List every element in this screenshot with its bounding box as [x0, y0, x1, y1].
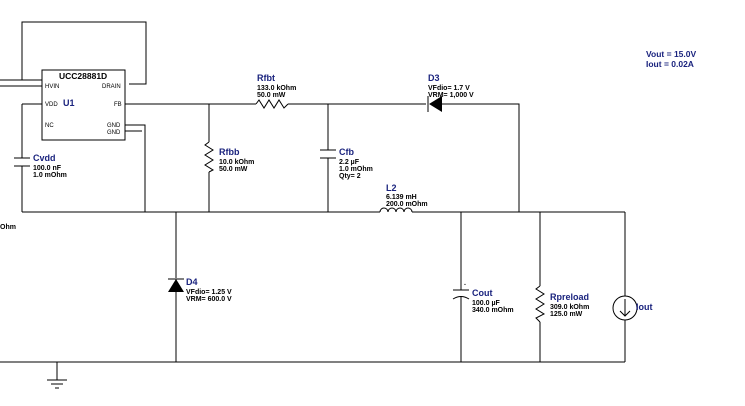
d3-value-1: VFdio= 1.7 V: [428, 85, 470, 92]
ic-pin-fb: FB: [114, 102, 122, 108]
cfb-value-2: 1.0 mOhm: [339, 166, 373, 173]
rfbt-value-1: 133.0 kOhm: [257, 85, 296, 92]
iout-ref: Iout: [636, 302, 653, 312]
rpreload-value-1: 309.0 kOhm: [550, 304, 589, 311]
cfb-value-3: Qty= 2: [339, 173, 361, 180]
d3-ref: D3: [428, 73, 440, 83]
diode-d4: D4 VFdio= 1.25 V VRM= 600.0 V: [168, 277, 232, 303]
ic-pin-vdd: VDD: [45, 102, 58, 108]
resistor-rpreload: Rpreload 309.0 kOhm 125.0 mW: [535, 285, 589, 323]
ground-icon: [47, 379, 67, 389]
d3-value-2: VRM= 1,000 V: [428, 92, 474, 99]
wires: [0, 21, 626, 380]
cvdd-value-2: 1.0 mOhm: [33, 172, 67, 179]
ic-ref: U1: [63, 98, 75, 108]
diode-d3: D3 VFdio= 1.7 V VRM= 1,000 V: [427, 73, 474, 112]
resistor-rfbb: Rfbb 10.0 kOhm 50.0 mW: [204, 141, 254, 173]
ic-u1: UCC28881D HVIN DRAIN VDD FB U1 NC GND GN…: [41, 69, 126, 141]
d4-value-2: VRM= 600.0 V: [186, 296, 232, 303]
cvdd-ref: Cvdd: [33, 153, 56, 163]
rfbb-value-1: 10.0 kOhm: [219, 159, 254, 166]
edge-cut-label: Ohm: [0, 224, 16, 231]
capacitor-cfb: Cfb 2.2 µF 1.0 mOhm Qty= 2: [320, 147, 373, 180]
cout-value-1: 100.0 µF: [472, 300, 500, 307]
cout-value-2: 340.0 mOhm: [472, 307, 514, 314]
ic-pin-gnd-2: GND: [107, 130, 121, 136]
spec-vout: Vout = 15.0V: [646, 49, 696, 59]
cfb-ref: Cfb: [339, 147, 354, 157]
ic-pin-gnd-1: GND: [107, 123, 121, 129]
current-source-iout: Iout: [612, 295, 653, 321]
rfbb-value-2: 50.0 mW: [219, 166, 248, 173]
ic-pin-nc: NC: [45, 123, 54, 129]
cvdd-value-1: 100.0 nF: [33, 165, 62, 172]
l2-value-1: 6.139 mH: [386, 194, 417, 201]
rfbt-value-2: 50.0 mW: [257, 92, 286, 99]
spec-iout: Iout = 0.02A: [646, 59, 694, 69]
ic-pin-hvin: HVIN: [45, 84, 59, 90]
l2-ref: L2: [386, 183, 397, 193]
resistor-rfbt: Rfbt 133.0 kOhm 50.0 mW: [255, 73, 296, 109]
cout-ref: Cout: [472, 288, 493, 298]
d4-ref: D4: [186, 277, 198, 287]
rfbb-ref: Rfbb: [219, 147, 240, 157]
capacitor-cvdd: Cvdd 100.0 nF 1.0 mOhm: [14, 153, 67, 179]
rpreload-value-2: 125.0 mW: [550, 311, 583, 318]
l2-value-2: 200.0 mOhm: [386, 201, 428, 208]
d4-value-1: VFdio= 1.25 V: [186, 289, 232, 296]
rpreload-ref: Rpreload: [550, 292, 589, 302]
cfb-value-1: 2.2 µF: [339, 159, 360, 166]
ic-part-number: UCC28881D: [59, 71, 107, 81]
rfbt-ref: Rfbt: [257, 73, 275, 83]
cout-polarity-mark: ·: [464, 282, 466, 289]
capacitor-cout: · Cout 100.0 µF 340.0 mOhm: [452, 282, 514, 314]
ic-pin-drain: DRAIN: [102, 84, 121, 90]
inductor-l2: L2 6.139 mH 200.0 mOhm: [379, 183, 428, 213]
